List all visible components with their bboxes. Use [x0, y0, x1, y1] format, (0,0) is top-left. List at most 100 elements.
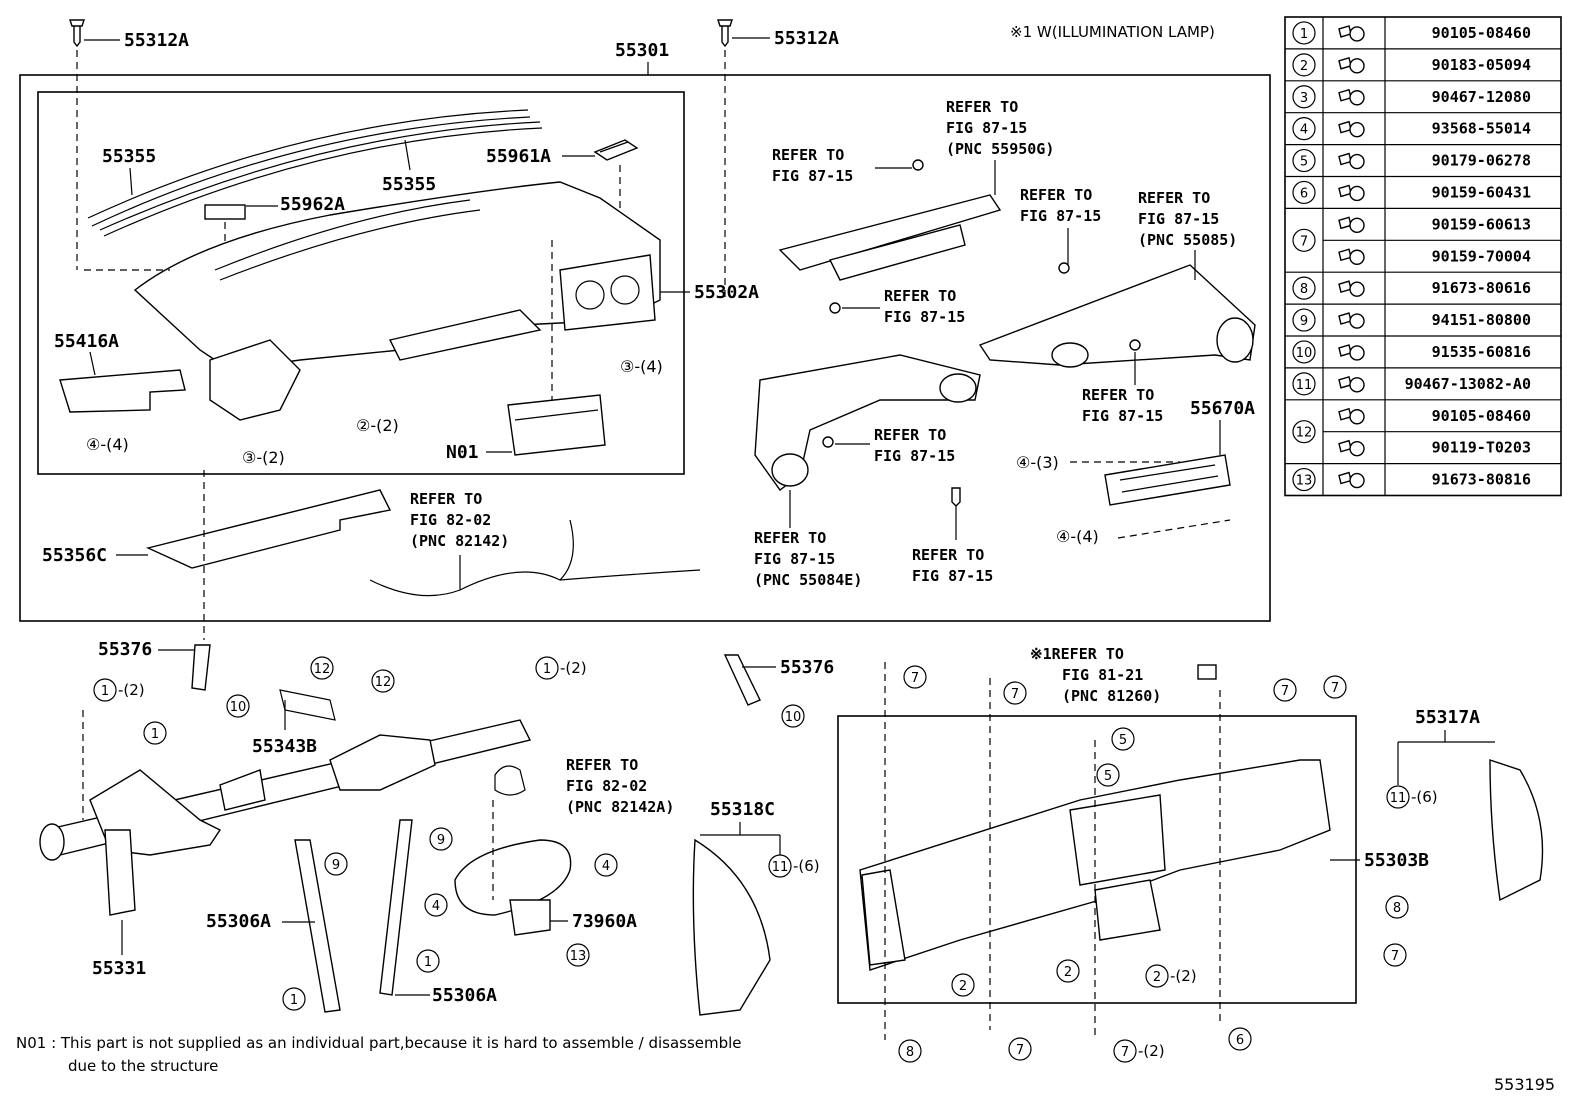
wire-harness-82142 — [369, 519, 574, 597]
refer-55950G: REFER TO FIG 87-15 (PNC 55950G) — [946, 98, 1054, 158]
svg-text:9: 9 — [437, 833, 445, 848]
svg-text:REFER TO: REFER TO — [1082, 386, 1154, 404]
part-number: 90467-13082-A0 — [1405, 375, 1531, 393]
label-55356C: 55356C — [42, 545, 107, 566]
refer-87-15-b: REFER TO FIG 87-15 — [1020, 186, 1101, 225]
svg-text:FIG 87-15: FIG 87-15 — [1020, 207, 1101, 225]
part-number: 91673-80816 — [1432, 471, 1531, 489]
fastener-icon — [1338, 184, 1365, 202]
table-row: 13 91673-80816 — [1285, 463, 1561, 492]
dashboard-panel-55302A — [133, 181, 661, 421]
svg-text:13: 13 — [570, 949, 587, 964]
bracket-55416A — [59, 369, 186, 413]
figure-id: 553195 — [1494, 1075, 1555, 1094]
footnote-line2: due to the structure — [68, 1057, 218, 1075]
svg-text:1: 1 — [290, 993, 298, 1008]
fastener-icon — [1338, 280, 1365, 297]
svg-text:FIG 87-15: FIG 87-15 — [946, 119, 1027, 137]
svg-text:5: 5 — [1104, 769, 1112, 784]
refer-87-15-a: REFER TO FIG 87-15 — [772, 146, 853, 185]
svg-text:2: 2 — [1153, 970, 1161, 985]
fastener-icon — [1338, 407, 1365, 425]
svg-text:REFER TO: REFER TO — [772, 146, 844, 164]
fastener-icon — [1338, 56, 1365, 74]
svg-text:-(6): -(6) — [1411, 788, 1438, 806]
svg-text:4: 4 — [602, 859, 610, 874]
label-55962A: 55962A — [280, 194, 345, 215]
cover-55318C — [692, 838, 771, 1016]
row-number-circle — [1292, 180, 1316, 205]
svg-text:8: 8 — [906, 1045, 914, 1060]
brace-55306A-a — [294, 839, 341, 1013]
callout-4-4-right: ④-(4) — [1056, 527, 1099, 546]
svg-text:REFER TO: REFER TO — [874, 426, 946, 444]
svg-text:1: 1 — [151, 727, 159, 742]
part-number: 90119-T0203 — [1432, 439, 1531, 457]
row-number: 12 — [1296, 426, 1313, 441]
svg-text:REFER TO: REFER TO — [566, 756, 638, 774]
part-number: 90159-60613 — [1432, 215, 1531, 233]
fastener-icon — [1338, 248, 1365, 265]
row-number: 8 — [1300, 282, 1308, 297]
svg-text:(PNC 81260): (PNC 81260) — [1062, 687, 1161, 705]
row-number-circle — [1292, 228, 1316, 252]
part-number: 90105-08460 — [1432, 24, 1531, 42]
svg-text:7: 7 — [1331, 681, 1339, 696]
fastener-icon — [1338, 152, 1365, 170]
label-55317A: 55317A — [1415, 707, 1480, 728]
svg-text:FIG 87-15: FIG 87-15 — [1138, 210, 1219, 228]
label-55961A: 55961A — [486, 146, 551, 167]
label-55301: 55301 — [615, 40, 669, 61]
row-number: 13 — [1296, 474, 1313, 489]
svg-text:6: 6 — [1236, 1033, 1244, 1048]
svg-text:(PNC 55950G): (PNC 55950G) — [946, 140, 1054, 158]
svg-text:1: 1 — [101, 684, 109, 699]
footnote-line1: N01 : This part is not supplied as an in… — [16, 1034, 742, 1052]
bracket-55376-left — [191, 644, 211, 691]
label-55355-b: 55355 — [382, 174, 436, 195]
row-number: 6 — [1300, 186, 1308, 201]
refer-87-15-f: REFER TO FIG 87-15 — [912, 546, 993, 585]
row-number: 11 — [1296, 378, 1313, 393]
svg-text:7: 7 — [1011, 687, 1019, 702]
svg-text:2: 2 — [1064, 965, 1072, 980]
svg-text:7: 7 — [1121, 1045, 1129, 1060]
svg-text:(PNC 55085): (PNC 55085) — [1138, 231, 1237, 249]
callout-3-4: ③-(4) — [620, 357, 663, 376]
part-number: 93568-55014 — [1432, 120, 1531, 138]
fastener-icon — [1338, 88, 1365, 106]
table-row: 11 90467-13082-A0 — [1285, 367, 1561, 396]
cover-55317A — [1489, 759, 1544, 902]
row-number-circle — [1292, 340, 1316, 364]
svg-text:FIG 87-15: FIG 87-15 — [754, 550, 835, 568]
svg-text:2: 2 — [959, 979, 967, 994]
svg-text:(PNC 55084E): (PNC 55084E) — [754, 571, 862, 589]
row-number-circle — [1292, 148, 1316, 173]
row-number-circle — [1292, 21, 1316, 45]
label-55303B: 55303B — [1364, 850, 1429, 871]
svg-text:8: 8 — [1393, 901, 1401, 916]
svg-text:(PNC 82142): (PNC 82142) — [410, 532, 509, 550]
svg-text:11: 11 — [772, 860, 789, 875]
refer-87-15-c: REFER TO FIG 87-15 — [884, 287, 965, 326]
svg-text:-(6): -(6) — [793, 857, 820, 875]
svg-text:FIG 82-02: FIG 82-02 — [410, 511, 491, 529]
fastener-icon — [1338, 375, 1365, 393]
brace-55306A-b — [379, 819, 413, 996]
svg-text:REFER TO: REFER TO — [410, 490, 482, 508]
duct-55084E — [754, 354, 981, 491]
panel-frame-55302A — [37, 91, 685, 475]
svg-text:-(2): -(2) — [560, 659, 587, 677]
fastener-icon — [1338, 312, 1365, 329]
svg-text:12: 12 — [314, 662, 331, 677]
brace-55343B — [279, 689, 336, 721]
svg-text:※1REFER TO: ※1REFER TO — [1030, 645, 1124, 663]
svg-text:FIG 87-15: FIG 87-15 — [912, 567, 993, 585]
label-55355-a: 55355 — [102, 146, 156, 167]
row-number: 10 — [1296, 346, 1313, 361]
